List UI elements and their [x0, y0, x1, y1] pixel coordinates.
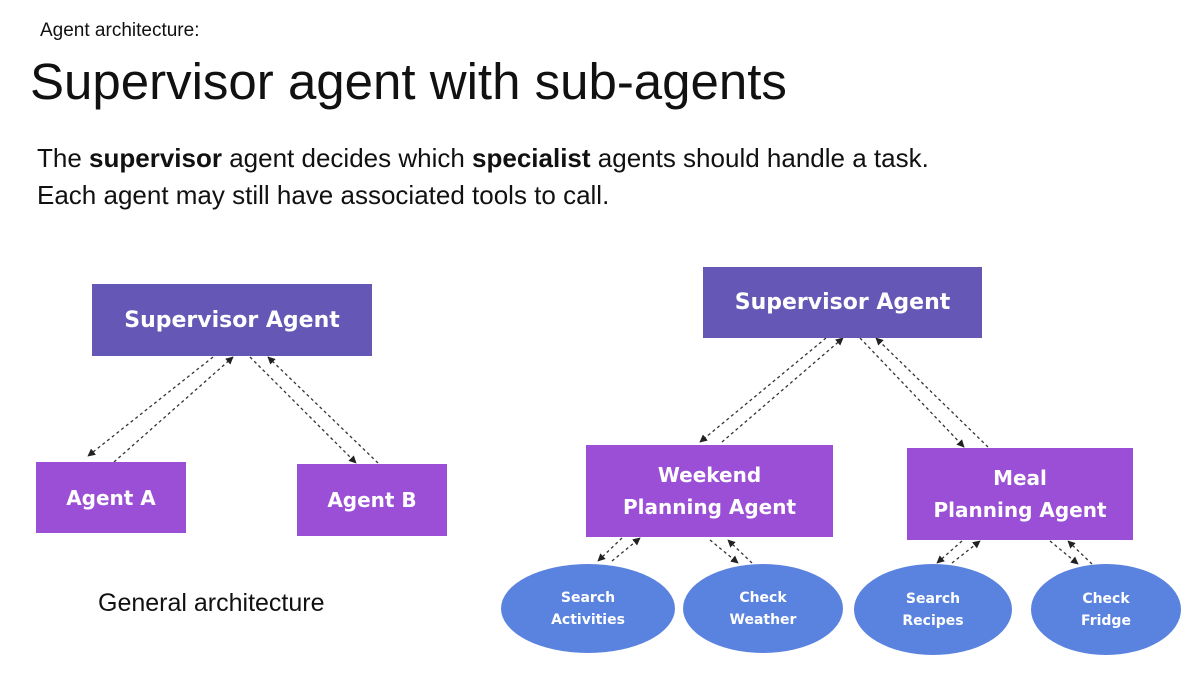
arrow-fridge-to-meal [1067, 540, 1093, 565]
meal-planning-agent-box: Meal Planning Agent [907, 448, 1133, 540]
general-caption: General architecture [98, 589, 325, 617]
arrow-meal-to-fridge [1049, 540, 1079, 565]
search-activities-tool: Search Activities [501, 564, 675, 653]
arrow-sup-to-agent-b [249, 356, 357, 464]
description-line-2: Each agent may still have associated too… [37, 180, 610, 210]
desc-bold-specialist: specialist [472, 143, 591, 173]
arrow-recipes-to-meal [951, 540, 981, 564]
arrow-sup-to-agent-a [87, 356, 214, 457]
arrow-sup-to-weekend [699, 337, 827, 443]
desc-text-1: The [37, 143, 90, 173]
description: The supervisor agent decides which speci… [37, 140, 929, 214]
arrow-sup-to-meal [859, 337, 965, 448]
weekend-planning-agent-box: Weekend Planning Agent [586, 445, 833, 537]
agent-b-box: Agent B [297, 464, 447, 536]
arrow-meal-to-recipes [936, 540, 963, 564]
check-weather-tool: Check Weather [683, 564, 843, 653]
kicker-label: Agent architecture: [40, 20, 200, 41]
arrow-weekend-to-activities [597, 537, 623, 562]
arrow-weather-to-weekend [727, 539, 753, 564]
arrow-agent-a-to-sup [113, 356, 234, 463]
slide-title: Supervisor agent with sub-agents [30, 53, 787, 110]
arrow-weekend-to-weather [709, 539, 739, 564]
arrow-agent-b-to-sup [267, 356, 379, 464]
arrow-activities-to-weekend [611, 537, 641, 562]
arrow-meal-to-sup [875, 337, 989, 448]
description-line-1: The supervisor agent decides which speci… [37, 140, 929, 177]
desc-bold-supervisor: supervisor [89, 143, 222, 173]
check-fridge-tool: Check Fridge [1031, 564, 1181, 655]
desc-text-3: agents should handle a task. [590, 143, 929, 173]
agent-a-box: Agent A [36, 462, 186, 533]
search-recipes-tool: Search Recipes [854, 564, 1012, 655]
example-supervisor-box: Supervisor Agent [703, 267, 982, 338]
arrow-weekend-to-sup [721, 337, 844, 443]
general-supervisor-box: Supervisor Agent [92, 284, 372, 356]
desc-text-2: agent decides which [221, 143, 473, 173]
